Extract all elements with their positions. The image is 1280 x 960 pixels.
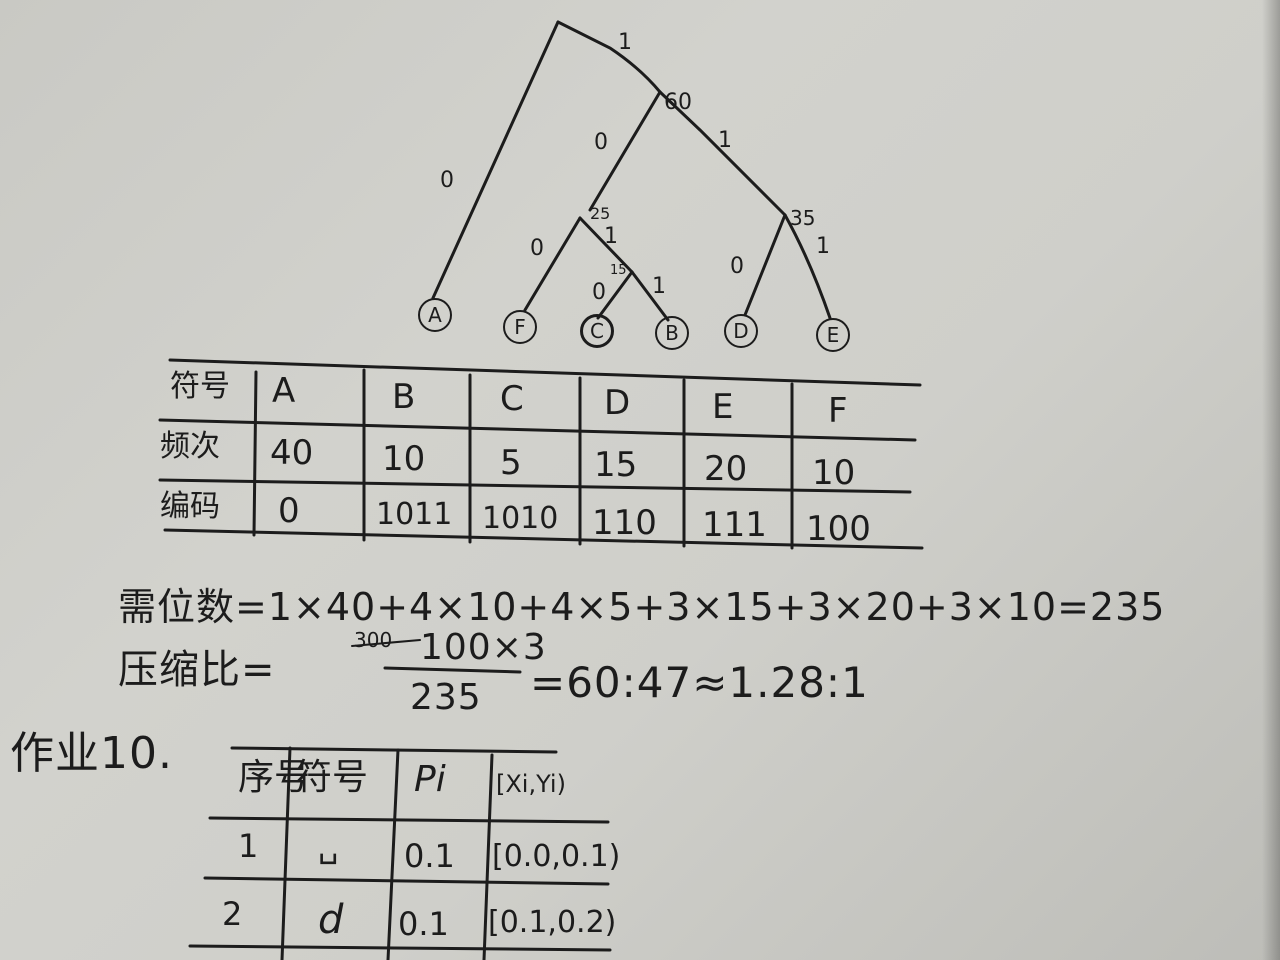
- leaf-node-d: D: [724, 314, 758, 348]
- hw-header-symbol: 符号: [296, 757, 369, 798]
- tree-edge: [556, 20, 662, 94]
- tree-edge: [588, 90, 662, 212]
- frequency-cell: 15: [594, 445, 638, 485]
- symbol-cell: B: [392, 377, 416, 417]
- homework-title: 作业10.: [10, 728, 173, 779]
- code-cell: 111: [702, 505, 767, 545]
- node-weight: 60: [664, 90, 692, 115]
- tree-edge: [523, 216, 582, 312]
- bits-equation: 需位数=1×40+4×10+4×5+3×15+3×20+3×10=235: [118, 585, 1166, 629]
- edge-label: 0: [530, 236, 544, 261]
- tree-edge: [578, 216, 634, 274]
- leaf-node-e: E: [816, 318, 850, 352]
- tree-edge: [783, 213, 832, 320]
- hw-cell-interval: [0.0,0.1): [492, 839, 621, 874]
- tree-edge: [743, 213, 787, 317]
- hw-cell-index: 2: [222, 895, 243, 933]
- row-header-frequency: 频次: [160, 429, 220, 464]
- hw-header-probability: Pi: [414, 759, 446, 800]
- hw-cell-interval: [0.1,0.2): [488, 905, 617, 940]
- struck-value: 300: [354, 628, 393, 652]
- hw-cell-symbol: d: [318, 897, 344, 943]
- symbol-cell: F: [828, 391, 848, 431]
- ratio-numerator: 100×3: [420, 627, 547, 668]
- frequency-cell: 5: [500, 443, 522, 483]
- node-weight: 25: [590, 204, 611, 223]
- code-cell: 1011: [376, 497, 453, 532]
- hw-cell-probability: 0.1: [404, 837, 455, 875]
- edge-label: 0: [594, 130, 608, 155]
- symbol-cell: C: [500, 379, 524, 419]
- leaf-node-b: B: [655, 316, 689, 350]
- code-cell: 1010: [482, 501, 559, 536]
- edge-label: 1: [604, 224, 618, 249]
- symbol-cell: E: [712, 387, 734, 427]
- frequency-cell: 20: [704, 449, 748, 489]
- tree-edge: [431, 20, 560, 300]
- symbol-cell: A: [272, 371, 296, 411]
- ratio-label: 压缩比=: [118, 647, 276, 693]
- code-cell: 100: [806, 509, 871, 549]
- hw-header-index: 序号: [238, 757, 311, 798]
- code-cell: 110: [592, 503, 657, 543]
- edge-label: 1: [618, 30, 632, 55]
- edge-label: 1: [652, 274, 666, 299]
- hw-header-interval: [Xi,Yi): [496, 770, 566, 798]
- ratio-result: =60:47≈1.28:1: [530, 658, 869, 707]
- leaf-node-f: F: [503, 310, 537, 344]
- frequency-cell: 10: [812, 453, 856, 493]
- edge-label: 1: [718, 128, 732, 153]
- tree-edge: [658, 90, 787, 217]
- edge-label: 0: [592, 280, 606, 305]
- tree-edge: [596, 270, 634, 320]
- frequency-cell: 10: [382, 439, 426, 479]
- edge-label: 1: [816, 234, 830, 259]
- leaf-node-a: A: [418, 298, 452, 332]
- code-cell: 0: [278, 491, 300, 531]
- row-header-symbol: 符号: [170, 369, 230, 404]
- leaf-node-c: C: [580, 314, 614, 348]
- frequency-cell: 40: [270, 433, 314, 473]
- symbol-cell: D: [604, 383, 631, 423]
- hw-cell-index: 1: [238, 827, 259, 865]
- ratio-denominator: 235: [410, 677, 482, 718]
- row-header-code: 编码: [160, 489, 220, 524]
- node-weight: 35: [790, 206, 816, 230]
- hw-cell-symbol: ␣: [318, 827, 339, 865]
- edge-label: 0: [730, 254, 744, 279]
- tree-edge: [630, 270, 670, 322]
- hw-cell-probability: 0.1: [398, 905, 449, 943]
- node-weight: 15: [610, 263, 627, 278]
- edge-label: 0: [440, 168, 454, 193]
